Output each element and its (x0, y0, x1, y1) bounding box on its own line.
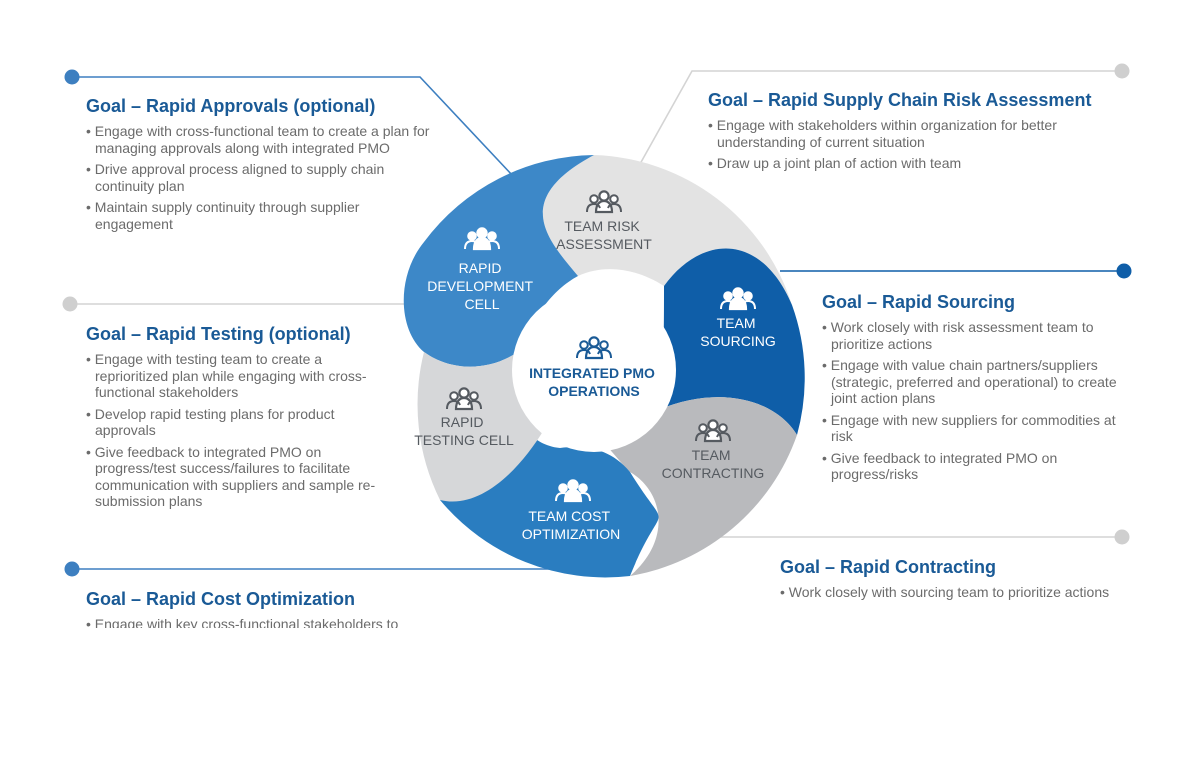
connector-lines (70, 70, 1124, 570)
goal-rapid-sourcing: Goal – Rapid Sourcing Work closely with … (822, 292, 1122, 488)
label-team-cost-optimization: TEAM COST OPTIMIZATION (522, 508, 621, 542)
goal-title: Goal – Rapid Supply Chain Risk Assessmen… (708, 90, 1092, 110)
goal-title: Goal – Rapid Approvals (optional) (86, 96, 376, 116)
goal-rapid-approvals: Goal – Rapid Approvals (optional) Engage… (86, 96, 431, 237)
segment-team-sourcing[interactable] (658, 248, 805, 435)
label-team-sourcing: TEAM SOURCING (700, 315, 775, 349)
endpoint-dot-cost-optimization (64, 561, 80, 577)
list-item: Work closely with sourcing team to prior… (780, 584, 1140, 601)
label-rapid-testing-cell: RAPID TESTING CELL (414, 414, 514, 448)
goal-title: Goal – Rapid Testing (optional) (86, 324, 351, 344)
endpoint-dot-testing (62, 296, 78, 312)
goal-bullets: Engage with cross-functional team to cre… (86, 123, 431, 232)
page-crop-area (0, 628, 1200, 773)
endpoint-dot-sourcing (1116, 263, 1132, 279)
goal-rapid-supply-chain-risk-assessment: Goal – Rapid Supply Chain Risk Assessmen… (708, 90, 1098, 177)
label-rapid-development-cell: RAPID DEVELOPMENT CELL (427, 260, 536, 312)
list-item: Engage with value chain partners/supplie… (822, 357, 1122, 407)
goal-bullets: Work closely with risk assessment team t… (822, 319, 1122, 483)
connector-approvals (72, 76, 514, 177)
goal-rapid-testing: Goal – Rapid Testing (optional) Engage w… (86, 324, 376, 515)
segment-rapid-development-cell[interactable] (403, 155, 594, 367)
list-item: Work closely with risk assessment team t… (822, 319, 1122, 352)
connector-supply-chain-risk (639, 70, 1122, 165)
goal-title: Goal – Rapid Cost Optimization (86, 589, 356, 609)
list-item: Give feedback to integrated PMO on progr… (86, 444, 376, 510)
goal-bullets: Engage with testing team to create a rep… (86, 351, 376, 510)
list-item: Drive approval process aligned to supply… (86, 161, 431, 194)
list-item: Engage with new suppliers for commoditie… (822, 412, 1122, 445)
segment-team-contracting[interactable] (600, 397, 797, 576)
endpoint-dot-supply-chain-risk (1114, 63, 1130, 79)
goal-title: Goal – Rapid Contracting (780, 557, 997, 577)
goal-rapid-contracting: Goal – Rapid Contracting Work closely wi… (780, 557, 1140, 606)
goal-bullets: Work closely with sourcing team to prior… (780, 584, 1140, 601)
label-team-contracting: TEAM CONTRACTING (662, 447, 765, 481)
list-item: Engage with stakeholders within organiza… (708, 117, 1098, 150)
label-team-risk-assessment: TEAM RISK ASSESSMENT (556, 218, 652, 252)
segment-team-cost-optimization[interactable] (440, 420, 659, 578)
endpoint-dot-approvals (64, 69, 80, 85)
list-item: Engage with cross-functional team to cre… (86, 123, 431, 156)
center-label: INTEGRATED PMO OPERATIONS (529, 365, 659, 399)
list-item: Engage with testing team to create a rep… (86, 351, 376, 401)
goal-bullets: Engage with stakeholders within organiza… (708, 117, 1098, 172)
list-item: Draw up a joint plan of action with team (708, 155, 1098, 172)
list-item: Give feedback to integrated PMO on progr… (822, 450, 1122, 483)
list-item: Develop rapid testing plans for product … (86, 406, 376, 439)
endpoint-dot-contracting (1114, 529, 1130, 545)
goal-title: Goal – Rapid Sourcing (822, 292, 1016, 312)
list-item: Maintain supply continuity through suppl… (86, 199, 431, 232)
center-hub[interactable] (512, 288, 676, 452)
